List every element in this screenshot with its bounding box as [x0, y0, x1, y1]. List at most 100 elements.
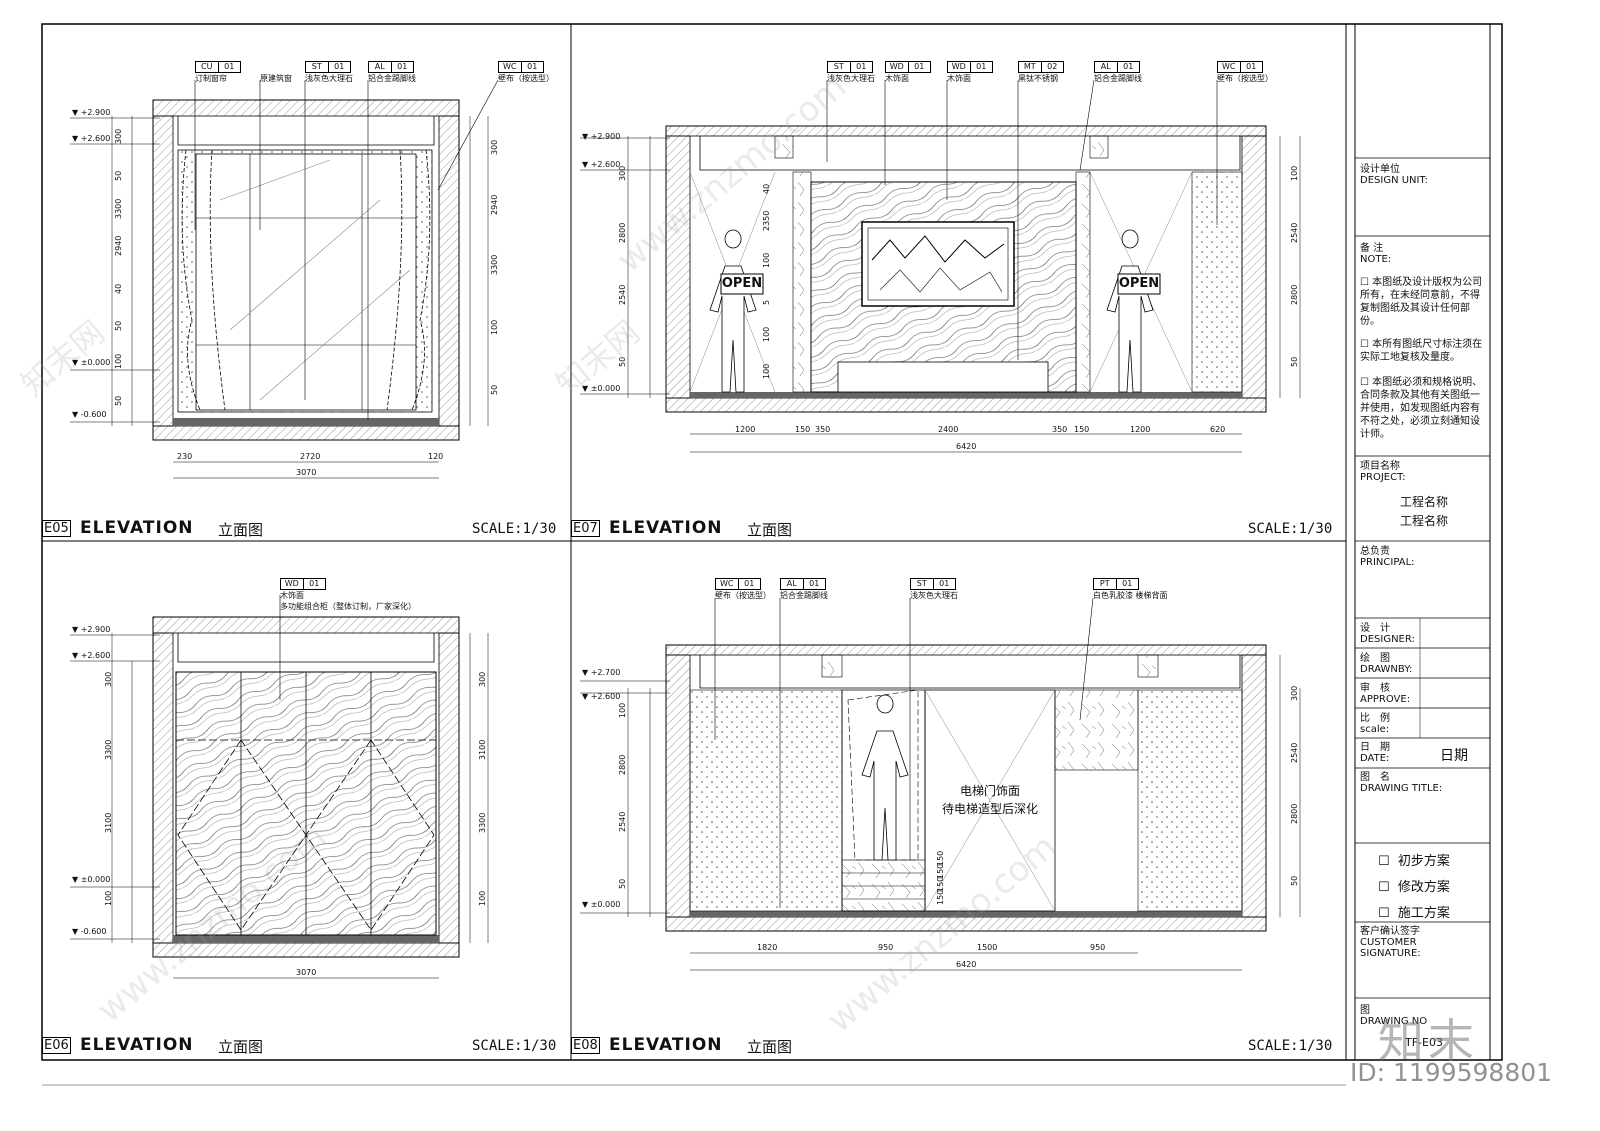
- material-number: 01: [939, 579, 950, 588]
- elevation-title-cn: 立面图: [747, 521, 793, 539]
- dimension-label: 620: [1210, 425, 1226, 434]
- level-marker: ▼ +2.900: [72, 625, 111, 634]
- material-number: 01: [744, 579, 755, 588]
- level-marker: ▼ ±0.000: [582, 900, 621, 909]
- check-revision-label: 修改方案: [1397, 880, 1450, 895]
- checkbox-icon[interactable]: ☐: [1378, 906, 1390, 921]
- material-tag-box: WC 01: [498, 61, 544, 73]
- material-code: WD: [948, 62, 971, 72]
- dimension-total: 3070: [296, 968, 317, 977]
- elevation-title-cn: 立面图: [218, 521, 264, 539]
- designer-label: 设 计 DESIGNER:: [1360, 623, 1415, 645]
- project-name-2: 工程名称: [1400, 514, 1449, 528]
- material-description: 订制窗帘: [195, 74, 227, 83]
- material-description: 浅灰色大理石: [827, 74, 875, 83]
- design-unit-label: 设计单位 DESIGN UNIT:: [1360, 164, 1428, 186]
- material-number: 01: [309, 579, 320, 588]
- panel-id: E07: [571, 520, 600, 537]
- panel-id: E08: [571, 1037, 600, 1054]
- dimension-label: 50: [114, 321, 123, 332]
- watermark-id: ID: 1199598801: [1350, 1058, 1553, 1087]
- check-construction[interactable]: ☐ 施工方案: [1378, 902, 1450, 921]
- dimension-label: 100: [618, 703, 627, 719]
- checkbox-icon[interactable]: ☐: [1378, 854, 1390, 869]
- dimension-label: 150: [1074, 425, 1090, 434]
- material-description: 浅灰色大理石: [305, 74, 353, 83]
- material-number: 01: [224, 62, 235, 71]
- dimension-label: 1200: [735, 425, 756, 434]
- dimension-label: 5: [762, 299, 771, 306]
- material-tag-box: AL 01: [368, 61, 414, 73]
- material-description: 木饰面: [885, 74, 909, 83]
- checkbox-icon[interactable]: ☐: [1378, 880, 1390, 895]
- dimension-label: 3300: [114, 198, 123, 219]
- elevation-title: ELEVATION: [609, 518, 723, 538]
- dimension-label: 2540: [618, 811, 627, 832]
- dimension-label: 150: [936, 889, 945, 905]
- note-title: 备 注 NOTE:: [1360, 243, 1392, 265]
- drawing-title-label: 图 名 DRAWING TITLE:: [1360, 772, 1443, 794]
- dimension-label: 1820: [757, 943, 778, 952]
- material-description: 浅灰色大理石: [910, 591, 958, 600]
- dimension-label: 2720: [300, 452, 321, 461]
- dimension-label: 3300: [104, 739, 113, 760]
- material-description: 木饰面: [947, 74, 971, 83]
- scale-label: SCALE:1/30: [472, 521, 557, 537]
- material-description: 铝合金踢脚线: [780, 591, 828, 600]
- dimension-label: 50: [114, 171, 123, 182]
- dimension-total: 3070: [296, 468, 317, 477]
- dimension-label: 40: [762, 183, 771, 194]
- material-code: ST: [306, 62, 329, 72]
- material-code: WC: [716, 579, 739, 589]
- material-number: 01: [527, 62, 538, 71]
- material-number: 01: [397, 62, 408, 71]
- elevation-title: ELEVATION: [80, 1035, 194, 1055]
- material-number: 01: [334, 62, 345, 71]
- material-code: ST: [911, 579, 934, 589]
- level-marker: ▼ +2.600: [72, 134, 111, 143]
- material-code: MT: [1019, 62, 1042, 72]
- level-marker: ▼ +2.600: [582, 692, 621, 701]
- customer-signature-label: 客户确认签字 CUSTOMER SIGNATURE:: [1360, 926, 1421, 959]
- dimension-label: 3300: [490, 254, 499, 275]
- check-revision[interactable]: ☐ 修改方案: [1378, 876, 1450, 895]
- material-number: 02: [1047, 62, 1058, 71]
- dimension-label: 120: [428, 452, 444, 461]
- dimension-label: 3100: [478, 739, 487, 760]
- panel-e08: [580, 597, 1301, 971]
- drawing-no: TF-E03: [1405, 1036, 1443, 1049]
- level-marker: ▼ ±0.000: [72, 875, 111, 884]
- panel-id: E05: [42, 520, 71, 537]
- panel-e05-titlebar: E05 ELEVATION 立面图 SCALE:1/30: [42, 517, 571, 541]
- dimension-label: 300: [104, 671, 113, 687]
- dimension-label: 950: [1090, 943, 1106, 952]
- material-description: 黑钛不锈钢: [1018, 74, 1058, 83]
- material-tag-box: ST 01: [910, 578, 956, 590]
- dimension-label: 2350: [762, 210, 771, 231]
- material-description: 壁布（按选型）: [498, 74, 554, 83]
- dimension-label: 2540: [1290, 742, 1299, 763]
- panel-id: E06: [42, 1037, 71, 1054]
- material-code: AL: [369, 62, 392, 72]
- note-1-text: 本图纸及设计版权为公司所有，在未经同意前，不得复制图纸及其设计任何部份。: [1360, 277, 1483, 327]
- note-3-text: 本图纸必须和规格说明、合同条款及其他有关图纸一并使用，如发现图纸内容有不符之处，…: [1360, 377, 1483, 440]
- dimension-label: 100: [762, 326, 771, 343]
- material-code: WD: [886, 62, 909, 72]
- level-marker: ▼ +2.600: [582, 160, 621, 169]
- dimension-label: 100: [478, 891, 487, 907]
- scale-label: SCALE:1/30: [472, 1038, 557, 1054]
- level-marker: ▼ +2.600: [72, 651, 111, 660]
- dimension-label: 3300: [478, 812, 487, 834]
- check-preliminary[interactable]: ☐ 初步方案: [1378, 850, 1450, 869]
- material-code: WC: [499, 62, 522, 72]
- material-number: 01: [914, 62, 925, 71]
- checkbox-icon: ☐: [1360, 377, 1373, 388]
- elevation-title-cn: 立面图: [747, 1038, 793, 1056]
- level-marker: ▼ ±0.000: [582, 384, 621, 393]
- date-label: 日 期 DATE:: [1360, 742, 1390, 764]
